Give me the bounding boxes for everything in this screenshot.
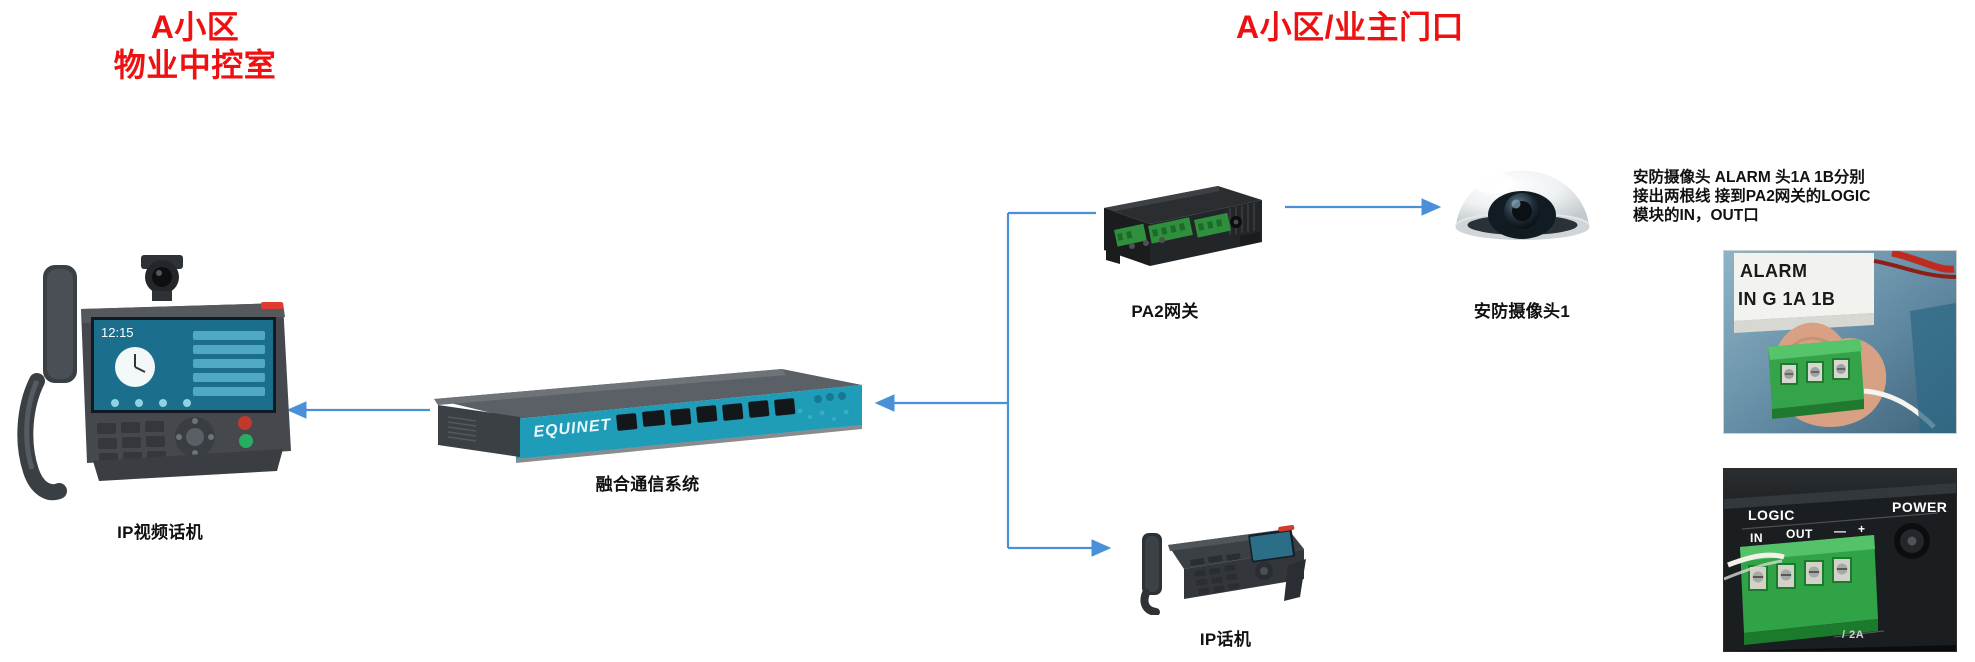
device-pa2-gateway <box>1090 178 1265 283</box>
photo-logic-power-panel: LOGIC POWER IN OUT — + / 2A <box>1723 468 1957 652</box>
device-ip-video-phone: 12:15 <box>15 255 305 505</box>
caption-ip-phone: IP话机 <box>1199 630 1252 649</box>
ptz-camera-icon <box>141 255 183 301</box>
device-unified-comm-server: EQUINET <box>430 355 865 465</box>
alarm-label-line1: ALARM <box>1740 261 1808 281</box>
dc-power-jack <box>1894 523 1930 559</box>
device-security-camera <box>1450 145 1595 275</box>
zone-title-right: A小区/业主门口 <box>1235 9 1464 45</box>
caption-ip-video-phone: IP视频话机 <box>117 523 203 542</box>
logic-rating-label: / 2A <box>1842 629 1865 641</box>
port-row <box>616 398 796 431</box>
logic-in-label: IN <box>1750 531 1763 545</box>
green-connector-icon <box>1768 339 1864 419</box>
power-label: POWER <box>1892 499 1948 515</box>
caption-security-camera: 安防摄像头1 <box>1473 302 1571 321</box>
handset-icon <box>17 265 77 501</box>
annotation-note: 安防摄像头 ALARM 头1A 1B分别 接出两根线 接到PA2网关的LOGIC… <box>1633 169 1871 224</box>
key-red <box>238 416 252 430</box>
nav-wheel <box>175 417 215 457</box>
caption-pa2-gateway: PA2网关 <box>1131 302 1199 321</box>
phone-screen-time: 12:15 <box>101 325 134 340</box>
logic-label: LOGIC <box>1748 507 1795 523</box>
logic-out-label: OUT <box>1786 527 1813 541</box>
handset-icon <box>1140 533 1162 616</box>
key-green <box>239 434 253 448</box>
alarm-label-line2: IN G 1A 1B <box>1738 289 1836 309</box>
caption-unified-comm-server: 融合通信系统 <box>595 475 700 494</box>
keypad <box>1194 564 1240 595</box>
device-ip-phone <box>1138 505 1313 616</box>
logic-minus-label: — <box>1834 524 1847 538</box>
photo-alarm-terminal: ALARM IN G 1A 1B <box>1723 250 1957 434</box>
logic-plus-label: + <box>1858 522 1866 536</box>
green-terminal-block <box>1740 535 1878 645</box>
zone-title-left: A小区 物业中控室 <box>113 9 277 83</box>
